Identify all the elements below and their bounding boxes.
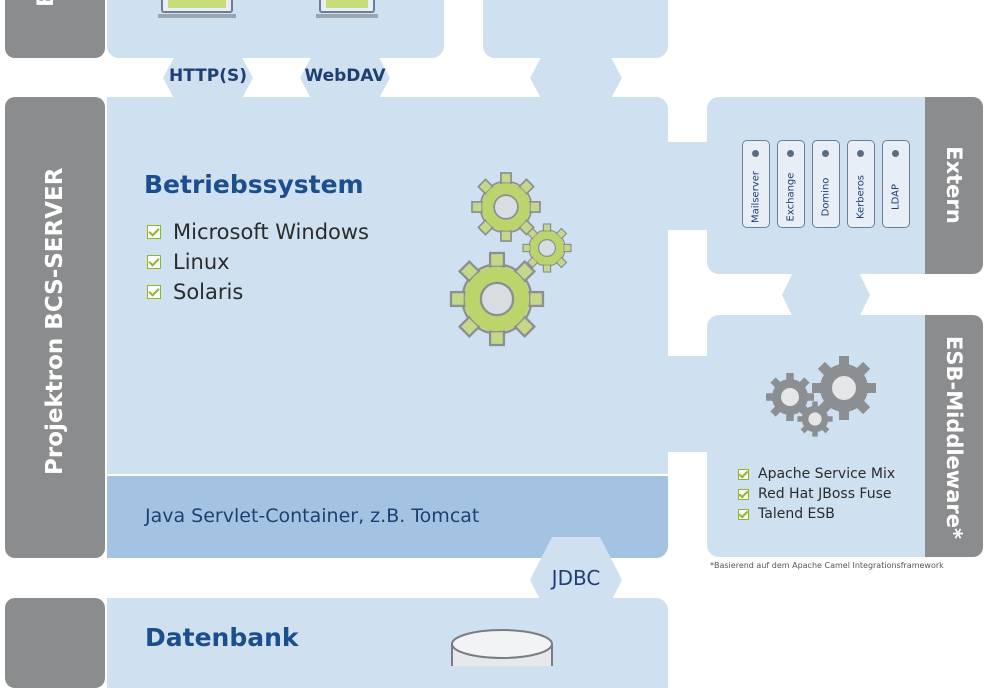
server-icon: Domino (812, 140, 840, 228)
connector-hex-webdav (300, 37, 390, 119)
checkbox-icon (738, 468, 749, 480)
esb-footnote: *Basierend auf dem Apache Camel Integrat… (710, 561, 944, 570)
os-item: Linux (147, 250, 369, 274)
esb-side-bar (925, 315, 983, 557)
os-list: Microsoft Windows Linux Solaris (147, 220, 369, 310)
checkbox-icon (147, 225, 161, 239)
server-side-label: Projektron BCS-SERVER (42, 167, 68, 475)
checkbox-icon (738, 508, 749, 520)
top-side-label: B (34, 0, 59, 7)
extern-side-label: Extern (942, 146, 966, 224)
db-title: Datenbank (145, 623, 299, 652)
extern-side-bar (925, 97, 983, 274)
gear-icon (766, 356, 876, 437)
monitor-icon (316, 0, 378, 18)
esb-list: Apache Service Mix Red Hat JBoss Fuse Ta… (738, 466, 895, 526)
connector-hex-esb (644, 356, 730, 452)
servlet-container-label: Java Servlet-Container, z.B. Tomcat (145, 505, 480, 527)
checkbox-icon (147, 285, 161, 299)
checkbox-icon (147, 255, 161, 269)
top-side-bar (5, 0, 105, 58)
os-item: Microsoft Windows (147, 220, 369, 244)
esb-side-label: ESB-Middleware* (942, 336, 966, 539)
server-icon: LDAP (882, 140, 910, 228)
connector-hex-https (163, 37, 253, 119)
connector-label-https: HTTP(S) (168, 66, 248, 86)
checkbox-icon (738, 488, 749, 500)
db-side-bar (5, 598, 105, 688)
esb-item: Red Hat JBoss Fuse (738, 486, 895, 502)
database-icon (451, 629, 553, 666)
monitor-icon (158, 0, 236, 18)
server-icon: Kerberos (847, 140, 875, 228)
server-side-bar (5, 97, 105, 558)
os-title: Betriebssystem (144, 170, 364, 199)
esb-item: Apache Service Mix (738, 466, 895, 482)
connector-label-webdav: WebDAV (304, 66, 386, 86)
server-icon: Mailserver (742, 140, 770, 228)
connector-hex-top-right (530, 37, 622, 119)
server-icon: Exchange (777, 140, 805, 228)
esb-item: Talend ESB (738, 506, 895, 522)
gear-icon (449, 172, 572, 347)
connector-label-jdbc: JDBC (551, 566, 601, 590)
os-item: Solaris (147, 280, 369, 304)
connector-hex-extern (644, 142, 730, 230)
